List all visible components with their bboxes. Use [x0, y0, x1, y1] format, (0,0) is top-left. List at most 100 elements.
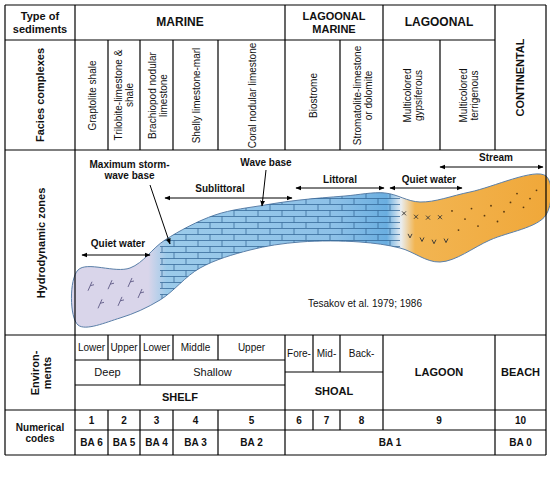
facies-cell: Multicolored gypsiferous	[383, 40, 440, 150]
gypsum-mark	[402, 211, 406, 215]
environment-cell: Back-	[340, 335, 383, 372]
zone-label: Quiet water	[82, 236, 154, 250]
environment-cell: LAGOON	[383, 335, 495, 410]
grid-line	[74, 5, 75, 455]
ba-code-text: BA 3	[184, 437, 206, 448]
sediment-type: CONTINENTAL	[495, 5, 546, 150]
environment-cell-text: Fore-	[287, 348, 311, 359]
environment-cell-text: LAGOON	[415, 366, 463, 378]
grid-line	[545, 5, 546, 455]
row-heading-text: Hydrodynamic zones	[34, 187, 46, 298]
row-heading: Numerical codes	[5, 410, 75, 455]
facies-cell-text: Graptolite shale	[86, 60, 97, 130]
environment-cell: Fore-	[285, 335, 313, 372]
sand-dot	[464, 218, 466, 220]
environment-cell-text: SHOAL	[315, 385, 354, 397]
grid-line	[75, 359, 285, 360]
environment-cell-text: Back-	[349, 348, 375, 359]
grid-line	[217, 40, 218, 150]
sediment-type-text: CONTINENTAL	[514, 39, 526, 117]
facies-cell-text: Stromatolite-limestone or dolomite	[351, 42, 373, 148]
code-number-text: 6	[296, 415, 302, 426]
zone-label-text: Quiet water	[90, 238, 146, 249]
rotated-holder: Brachiopod nodular limestone	[141, 42, 172, 148]
code-number: 3	[140, 410, 173, 430]
environment-cell: Lower	[140, 335, 173, 360]
code-number: 10	[495, 410, 546, 430]
ba-code: BA 0	[495, 430, 546, 455]
facies-cell-text: Brachiopod nodular limestone	[146, 42, 168, 148]
texture-marks	[88, 189, 537, 308]
ba-code: BA 2	[218, 430, 285, 455]
environment-cell-text: Mid-	[317, 348, 336, 359]
grid-line	[75, 429, 546, 430]
environment-cell: Middle	[173, 335, 218, 360]
code-number-text: 8	[359, 415, 365, 426]
grid-line	[139, 335, 140, 360]
grid-line	[284, 40, 285, 150]
zone-label-text: Littoral	[322, 174, 358, 185]
facies-cell-text: Biostrome	[307, 73, 318, 118]
environment-cell-text: Lower	[143, 342, 170, 353]
zone-label-text: Stream	[478, 152, 514, 163]
sand-dot	[451, 210, 453, 212]
environment-cell-text: Lower	[78, 342, 105, 353]
rotated-holder: Biostrome	[286, 42, 339, 148]
graptolite-mark	[98, 299, 104, 308]
source-note: Tesakov et al. 1979; 1986	[285, 296, 445, 310]
facies-cell: Graptolite shale	[75, 40, 108, 150]
grid-line	[5, 409, 546, 410]
source-note-text: Tesakov et al. 1979; 1986	[307, 298, 423, 309]
row-heading: Hydrodynamic zones	[5, 150, 75, 335]
zone-label: Littoral	[312, 172, 368, 186]
grid-line	[139, 410, 140, 455]
grid-line	[217, 335, 218, 360]
row-heading-text: Environ- ments	[28, 337, 52, 408]
ba-code: BA 1	[285, 430, 495, 455]
facies-cell: Multicolored terrigenous	[440, 40, 495, 150]
code-number: 8	[340, 410, 383, 430]
zone-arrow	[262, 170, 266, 206]
zone-label-text: Quiet water	[401, 174, 457, 185]
sand-dot	[536, 189, 538, 191]
zone-arrow	[296, 188, 384, 189]
environment-cell: Lower	[75, 335, 108, 360]
sediment-band	[71, 174, 550, 327]
environment-cell-text: Deep	[94, 366, 120, 378]
environment-cell-text: Shallow	[193, 366, 232, 378]
ba-code-text: BA 2	[240, 437, 262, 448]
facies-cell-text: Shelly limestone-marl	[190, 47, 201, 143]
row-heading-text: Type of sediments	[5, 10, 75, 34]
zone-label: Stream	[468, 151, 524, 164]
environment-cell: Deep	[75, 360, 140, 385]
grid-line	[494, 5, 495, 150]
ba-code: BA 3	[173, 430, 218, 455]
sand-dot	[510, 202, 512, 204]
row-heading-text: Numerical codes	[5, 422, 75, 444]
sand-dot	[523, 206, 525, 208]
grid-line	[5, 149, 546, 150]
environment-cell-text: SHELF	[162, 391, 198, 403]
code-number: 5	[218, 410, 285, 430]
environment-cell: BEACH	[495, 335, 546, 410]
zone-label-text: Wave base	[239, 157, 292, 168]
facies-cell: Trilobite-limestone & shale	[108, 40, 140, 150]
environment-cell: Shallow	[140, 360, 285, 385]
gypsum-mark	[420, 237, 424, 241]
zone-label: Maximum storm-wave base	[82, 157, 177, 183]
facies-cell: Coral nodular limestone	[218, 40, 285, 150]
grid-line	[107, 335, 108, 360]
grid-line	[5, 39, 495, 40]
sand-dot	[497, 221, 499, 223]
grid-line	[312, 410, 313, 430]
ba-code-text: BA 0	[509, 437, 531, 448]
grid-line	[494, 335, 495, 455]
row-heading: Type of sediments	[5, 5, 75, 40]
code-number-text: 1	[89, 415, 95, 426]
zone-arrow	[440, 167, 543, 168]
sand-dot	[503, 211, 505, 213]
row-heading: Facies complexes	[5, 40, 75, 150]
rotated-holder: Coral nodular limestone	[219, 42, 284, 148]
row-heading-text: Facies complexes	[34, 48, 46, 142]
sand-dot	[490, 205, 492, 207]
